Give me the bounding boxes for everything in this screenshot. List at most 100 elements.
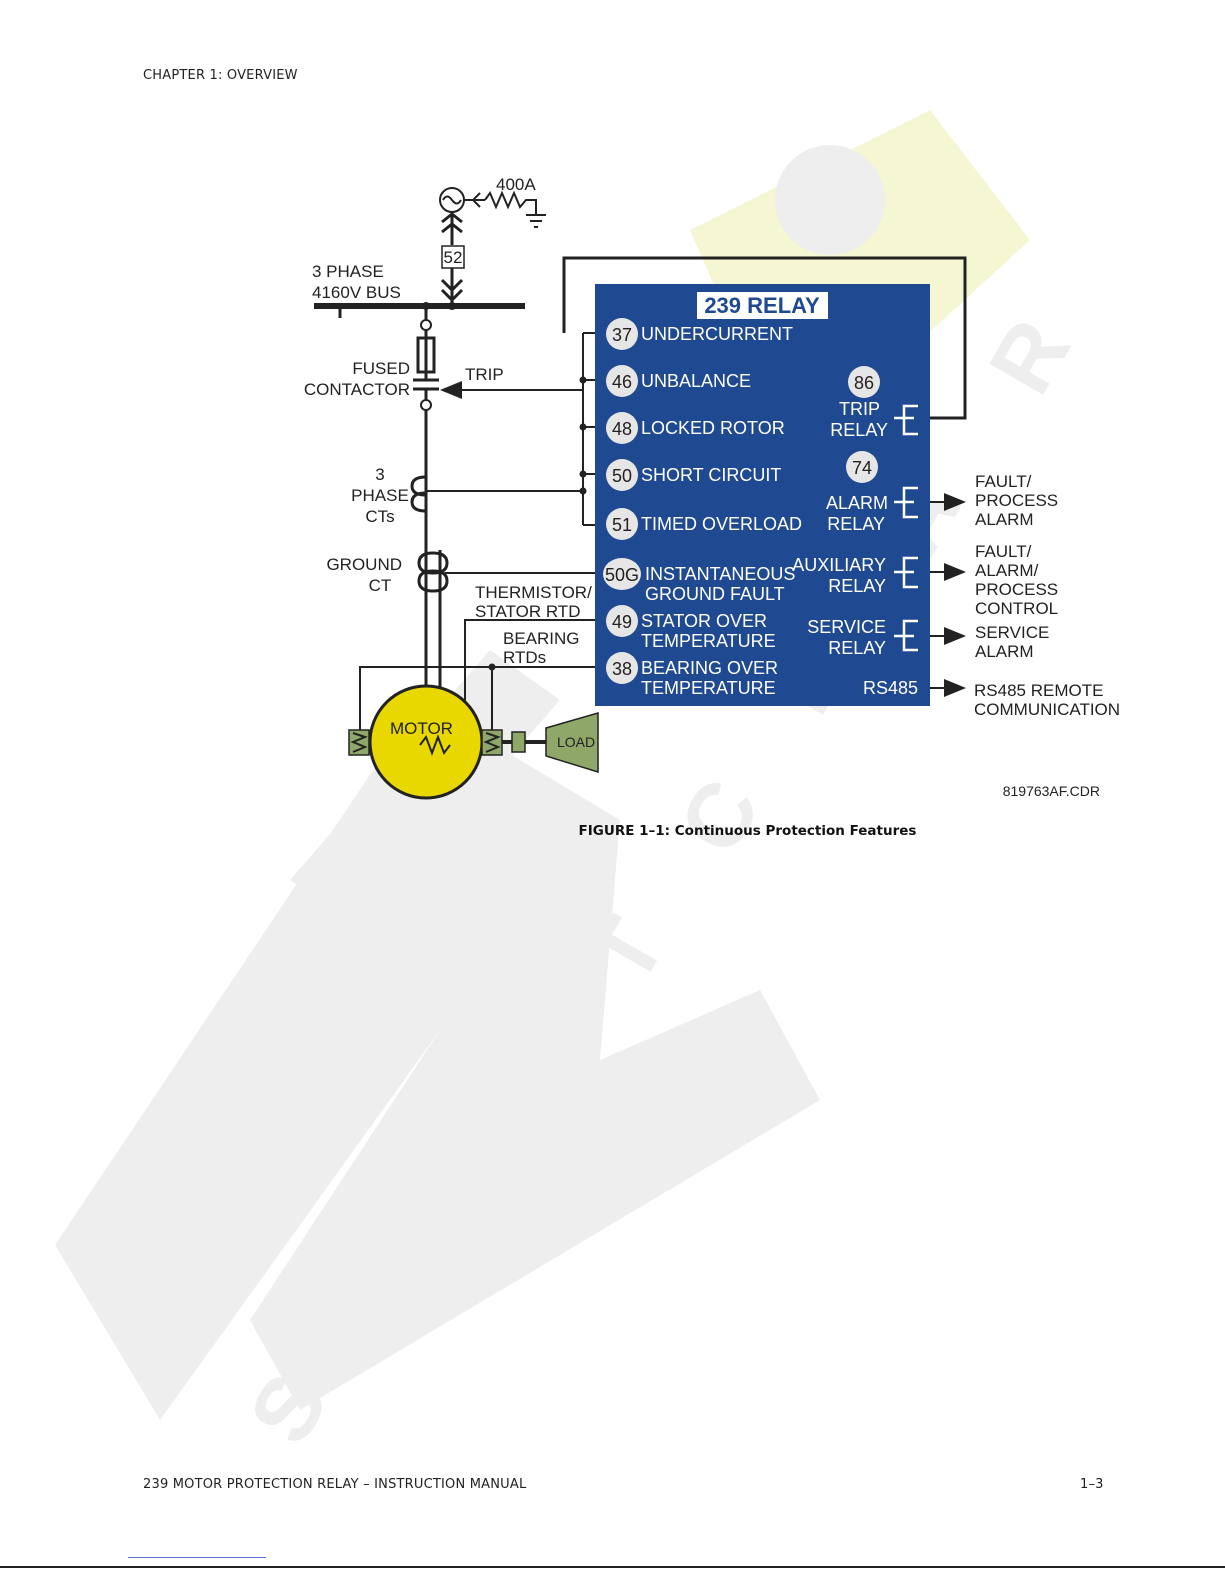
output-service-label: SERVICE [975, 623, 1049, 642]
output-rs485-label: COMMUNICATION [974, 700, 1120, 719]
function-code: 38 [612, 659, 632, 679]
file-reference: 819763AF.CDR [1003, 783, 1100, 799]
bottom-link-underline [128, 1557, 266, 1558]
relay-panel [595, 284, 930, 706]
relay-title: 239 RELAY [704, 293, 820, 318]
output-labels: FAULT/PROCESSALARMFAULT/ALARM/PROCESSCON… [974, 472, 1120, 719]
aux-contact-icon [894, 556, 918, 589]
trip-relay-line2: RELAY [830, 420, 888, 440]
service-contact-icon [894, 619, 918, 652]
fused-label-line1: FUSED [352, 359, 410, 378]
function-label-line2: TEMPERATURE [641, 631, 776, 651]
service-relay-line2: RELAY [828, 638, 886, 658]
chapter-header: CHAPTER 1: OVERVIEW [143, 68, 298, 83]
function-code-badge [606, 508, 638, 540]
function-code-badge [603, 558, 641, 590]
source-symbol [439, 187, 546, 305]
footer-manual-title: 239 MOTOR PROTECTION RELAY – INSTRUCTION… [143, 1477, 527, 1492]
alarm-relay-line2: RELAY [827, 514, 885, 534]
function-label-line2: TEMPERATURE [641, 678, 776, 698]
thermistor-label-line2: STATOR RTD [475, 602, 580, 621]
function-label: INSTANTANEOUS [645, 564, 795, 584]
output-alarm-label: PROCESS [975, 491, 1058, 510]
output-service-label: ALARM [975, 642, 1034, 661]
figure-caption: FIGURE 1–1: Continuous Protection Featur… [578, 823, 917, 839]
relay-86-badge [848, 366, 880, 398]
function-code: 50G [605, 565, 639, 585]
watermark-grey-shapes: S W I T C H A R [55, 145, 1090, 1460]
function-code-badge [606, 652, 638, 684]
function-code-badge [606, 605, 638, 637]
function-code-badge [606, 459, 638, 491]
function-code: 49 [612, 612, 632, 632]
alarm-relay-line1: ALARM [826, 493, 888, 513]
bus-label-line1: 3 PHASE [312, 262, 384, 281]
bus-label-line2: 4160V BUS [312, 283, 401, 302]
function-code: 37 [612, 325, 632, 345]
watermark: S W I T C H A R [55, 110, 1090, 1460]
function-label: SHORT CIRCUIT [641, 465, 781, 485]
motor-symbol [368, 684, 484, 800]
phase-ct-symbol [410, 475, 587, 513]
relay-title-box [697, 292, 828, 319]
trip-arrow-icon [440, 381, 462, 399]
rs485-output-arrow-icon [944, 679, 966, 697]
function-code: 50 [612, 466, 632, 486]
feeder-line [413, 306, 439, 690]
output-aux-label: PROCESS [975, 580, 1058, 599]
trip-relay-line1: TRIP [839, 399, 880, 419]
function-label: TIMED OVERLOAD [641, 514, 802, 534]
ct-label-line3: CTs [365, 507, 394, 526]
relay-74-code: 74 [852, 458, 872, 478]
service-relay-line1: SERVICE [807, 617, 886, 637]
svg-text:R: R [971, 304, 1090, 410]
rs485-label: RS485 [863, 678, 918, 698]
function-label: UNBALANCE [641, 371, 751, 391]
output-aux-label: FAULT/ [975, 542, 1032, 561]
output-aux-label: CONTROL [975, 599, 1058, 618]
footer-page-number: 1–3 [1080, 1477, 1104, 1492]
alarm-output-arrow-icon [944, 493, 966, 511]
output-rs485-label: RS485 REMOTE [974, 681, 1103, 700]
relay-74-badge [846, 451, 878, 483]
bearing-label-line1: BEARING [503, 629, 580, 648]
function-code: 46 [612, 372, 632, 392]
function-code-badge [606, 365, 638, 397]
function-code-badge [606, 318, 638, 350]
trip-contact-icon [894, 404, 918, 436]
output-alarm-label: FAULT/ [975, 472, 1032, 491]
svg-text:C: C [661, 764, 780, 870]
function-label-line2: GROUND FAULT [645, 584, 785, 604]
breaker-52-box [441, 245, 465, 269]
function-label: UNDERCURRENT [641, 324, 793, 344]
output-aux-label: ALARM/ [975, 561, 1039, 580]
ground-ct-label-line2: CT [369, 576, 392, 595]
aux-relay-line1: AUXILIARY [792, 555, 886, 575]
trip-relay-loop-line [562, 256, 967, 420]
motor-label: MOTOR [390, 719, 453, 738]
bearing-rtd-line [359, 666, 600, 730]
function-code-badge [606, 412, 638, 444]
ground-ct-label-line1: GROUND [326, 555, 402, 574]
source-rating-label: 400A [496, 175, 536, 194]
function-code: 48 [612, 419, 632, 439]
bottom-rule [0, 1566, 1225, 1568]
aux-relay-line2: RELAY [828, 576, 886, 596]
function-label: LOCKED ROTOR [641, 418, 785, 438]
function-label: BEARING OVER [641, 658, 778, 678]
ct-label-line1: 3 [375, 465, 384, 484]
load-symbol [545, 712, 599, 774]
breaker-52-label: 52 [444, 248, 463, 267]
function-label: STATOR OVER [641, 611, 767, 631]
trip-label: TRIP [465, 365, 504, 384]
protection-functions: 37 UNDERCURRENT 46 UNBALANCE 48 LOCKED ROTOR 5… [603, 318, 802, 698]
fused-label-line2: CONTACTOR [304, 380, 410, 399]
coupling-icon [511, 731, 526, 753]
ct-label-line2: PHASE [351, 486, 409, 505]
function-code: 51 [612, 515, 632, 535]
relay-86-code: 86 [854, 373, 874, 393]
stator-rtd-icon [419, 734, 451, 756]
load-label: LOAD [557, 734, 595, 750]
aux-output-arrow-icon [944, 563, 966, 581]
